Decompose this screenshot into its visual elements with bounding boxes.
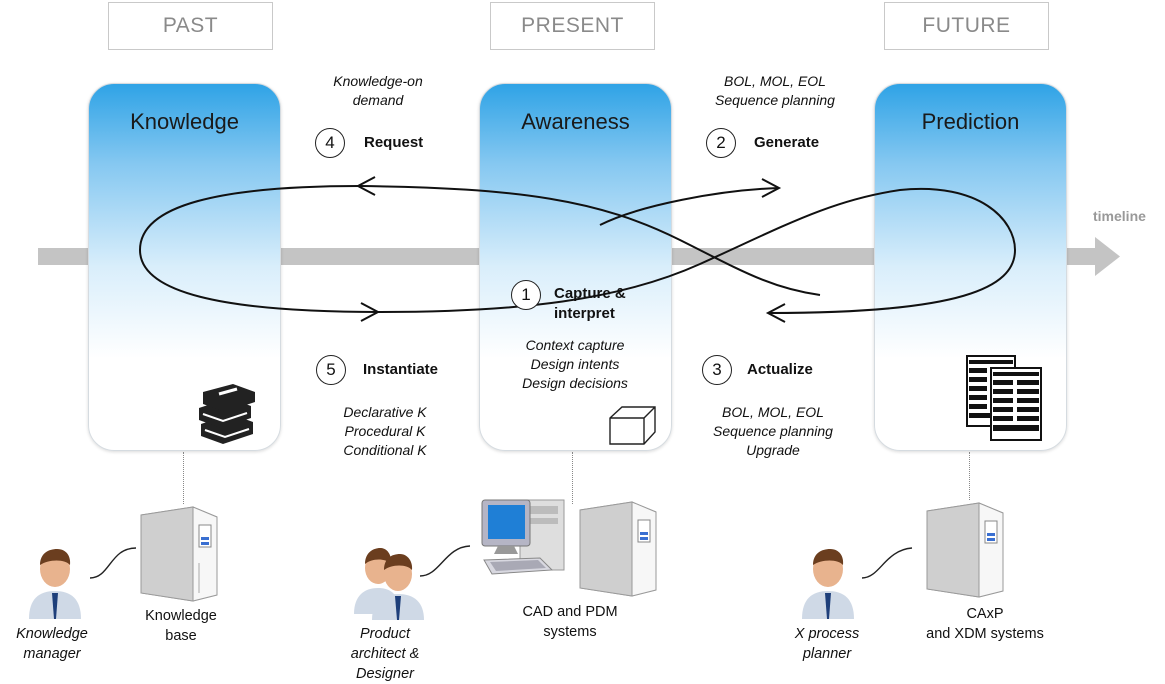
knowledge-panel: Knowledge (88, 83, 281, 451)
note-line: BOL, MOL, EOL (722, 404, 824, 420)
caption-line: systems (543, 624, 597, 640)
note-line: Declarative K (343, 404, 427, 420)
era-tab-future: FUTURE (884, 2, 1049, 50)
step-1-label-line: interpret (554, 305, 615, 322)
x-process-planner-caption: X process planner (772, 624, 882, 664)
pdm-server-icon (579, 501, 657, 597)
timeline-label: timeline (1093, 208, 1146, 224)
note-line: Design intents (530, 356, 620, 372)
note-line: Sequence planning (713, 423, 833, 439)
note-line: Sequence planning (715, 92, 835, 108)
step-4-circle: 4 (315, 128, 345, 158)
caption-line: Product (360, 626, 410, 642)
actualize-note: BOL, MOL, EOL Sequence planning Upgrade (688, 403, 858, 460)
note-line: Procedural K (344, 423, 426, 439)
books-icon (199, 384, 255, 444)
product-architect-persons-icon (354, 548, 424, 620)
note-line: BOL, MOL, EOL (724, 73, 826, 89)
knowledge-on-demand-note: Knowledge-on demand (318, 72, 438, 110)
step-5-circle: 5 (316, 355, 346, 385)
awareness-connector (572, 452, 573, 504)
caption-line: Knowledge (145, 608, 217, 624)
instantiate-note: Declarative K Procedural K Conditional K (320, 403, 450, 460)
caption-line: Knowledge (16, 626, 88, 642)
caption-line: and XDM systems (926, 626, 1044, 642)
awareness-panel-title: Awareness (521, 109, 630, 134)
cad-computer-icon (481, 499, 565, 575)
caxp-xdm-caption: CAxP and XDM systems (905, 604, 1065, 644)
note-line: demand (352, 92, 404, 108)
caption-line: manager (23, 646, 81, 662)
awareness-panel: Awareness (479, 83, 672, 451)
step-4-label: Request (364, 134, 424, 151)
capture-note: Context capture Design intents Design de… (490, 336, 660, 393)
step-5-label: Instantiate (363, 361, 439, 378)
note-line: Upgrade (746, 442, 800, 458)
step-2-circle: 2 (706, 128, 736, 158)
cad-pdm-caption: CAD and PDM systems (495, 602, 645, 642)
cube-icon (609, 406, 656, 445)
caption-line: CAD and PDM (522, 604, 618, 620)
prediction-panel: Prediction (874, 83, 1067, 451)
step-3-label: Actualize (747, 361, 813, 378)
step-1-label-line: Capture & (554, 285, 626, 302)
knowledge-panel-title: Knowledge (130, 109, 239, 134)
note-line: Knowledge-on (333, 73, 423, 89)
caption-line: base (165, 628, 197, 644)
step-3-circle: 3 (702, 355, 732, 385)
era-tab-present: PRESENT (490, 2, 655, 50)
product-architect-caption: Product architect & Designer (330, 624, 440, 684)
prediction-connector (969, 452, 970, 500)
caption-line: X process (794, 626, 860, 642)
note-line: Conditional K (343, 442, 427, 458)
caption-line: Designer (355, 666, 415, 682)
prediction-panel-title: Prediction (921, 109, 1020, 134)
knowledge-base-caption: Knowledge base (126, 606, 236, 646)
note-line: Context capture (525, 337, 625, 353)
era-tab-past: PAST (108, 2, 273, 50)
knowledge-connector (183, 452, 184, 504)
caption-line: architect & (350, 646, 420, 662)
step-1-circle: 1 (511, 280, 541, 310)
knowledge-manager-caption: Knowledge manager (0, 624, 104, 664)
caxp-server-icon (926, 502, 1004, 598)
knowledge-manager-person-icon (29, 549, 81, 619)
documents-icon (966, 355, 1042, 441)
caption-line: CAxP (966, 606, 1004, 622)
step-2-label: Generate (754, 134, 820, 151)
generate-note: BOL, MOL, EOL Sequence planning (690, 72, 860, 110)
knowledge-server-icon (140, 506, 218, 602)
note-line: Design decisions (522, 375, 628, 391)
x-process-planner-person-icon (802, 549, 854, 619)
step-1-label: Capture & interpret (554, 284, 626, 324)
caption-line: planner (802, 646, 852, 662)
